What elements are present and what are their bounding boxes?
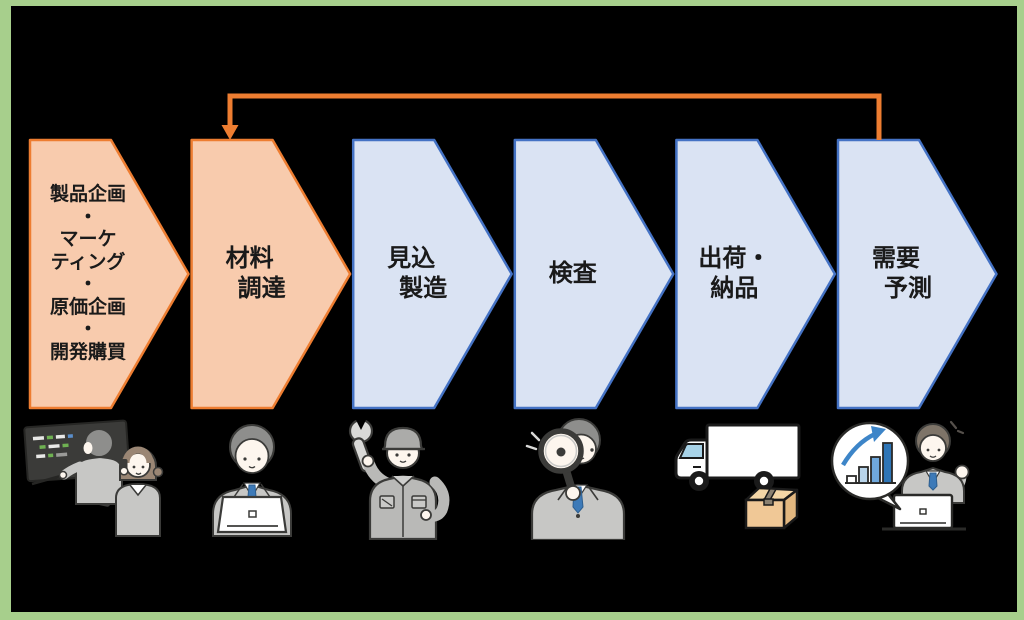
work-cap-icon: [382, 426, 424, 451]
delivery-truck-box-illustration: [674, 423, 801, 530]
step-shape-product-planning: [28, 138, 190, 410]
cardboard-box-icon: [744, 486, 799, 530]
feedback-arrow-line: [227, 93, 882, 140]
inspector-magnifier-illustration: [525, 418, 626, 540]
step-shape-forecast-manufacturing: [351, 138, 513, 410]
rising-arrow-icon: [871, 426, 886, 442]
step-shape-inspection: [513, 138, 675, 410]
step-shape-demand-forecast: [836, 138, 998, 410]
factory-worker-wrench-illustration: [348, 414, 450, 540]
truck-icon: [674, 423, 801, 491]
growth-chart-bubble-icon: [830, 421, 910, 511]
laptop-icon: [216, 495, 288, 534]
pointer-stick-icon: [31, 473, 65, 486]
motion-marks-icon: [949, 420, 965, 435]
feedback-arrowhead-icon: [221, 125, 239, 140]
magnifier-icon: [525, 428, 584, 501]
procurement-laptop-worker-illustration: [212, 424, 292, 537]
demand-forecast-chart-illustration: [830, 420, 970, 531]
woman-on-phone-person: [115, 446, 164, 537]
analyst-person: [882, 420, 970, 531]
factory-worker-person: [361, 426, 450, 540]
planning-presentation-illustration: [23, 419, 164, 537]
step-shape-material-procurement: [190, 138, 352, 410]
tie-icon: [928, 472, 938, 491]
sparkle-icon: [525, 431, 541, 451]
step-shape-shipping-delivery: [675, 138, 837, 410]
businessman-at-laptop-person: [212, 424, 292, 537]
